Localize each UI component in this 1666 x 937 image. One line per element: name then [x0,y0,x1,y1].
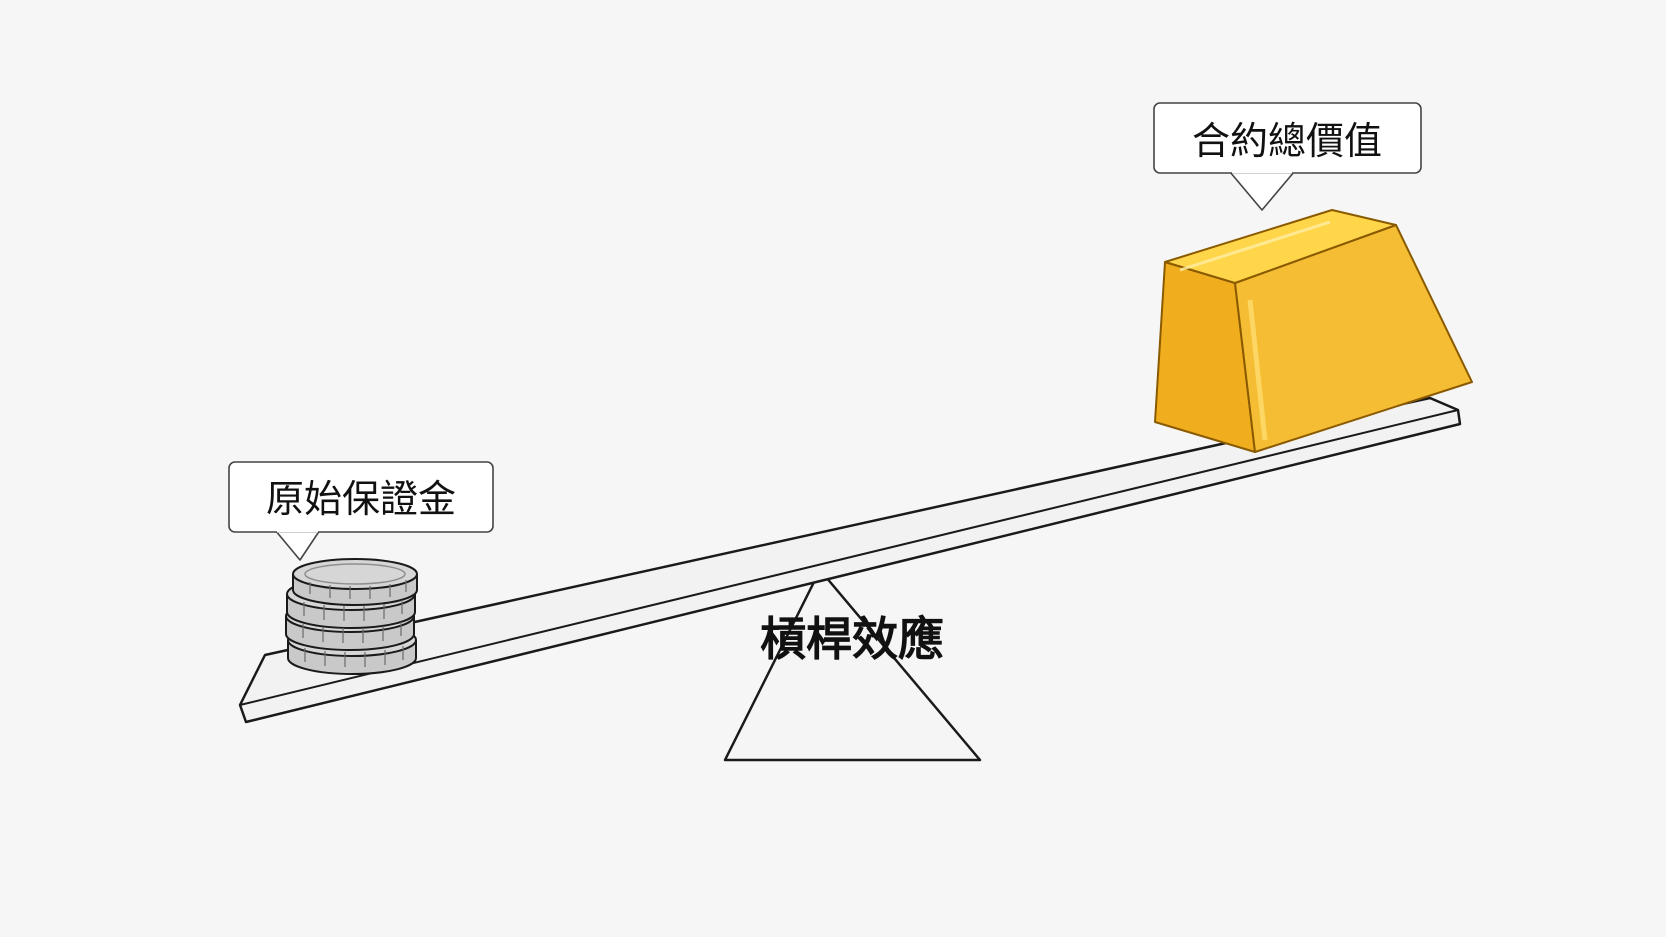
seesaw-beam [238,396,1462,724]
margin-label: 原始保證金 [266,477,456,521]
coin-stack-icon [285,558,418,675]
contract-value-label: 合約總價值 [1192,119,1382,163]
contract-value-callout: 合約總價值 [1153,102,1422,211]
fulcrum [723,568,982,762]
gold-bar-icon [1154,209,1473,453]
margin-callout: 原始保證金 [228,461,494,561]
leverage-label: 槓桿效應 [760,612,944,666]
coin [292,558,418,606]
